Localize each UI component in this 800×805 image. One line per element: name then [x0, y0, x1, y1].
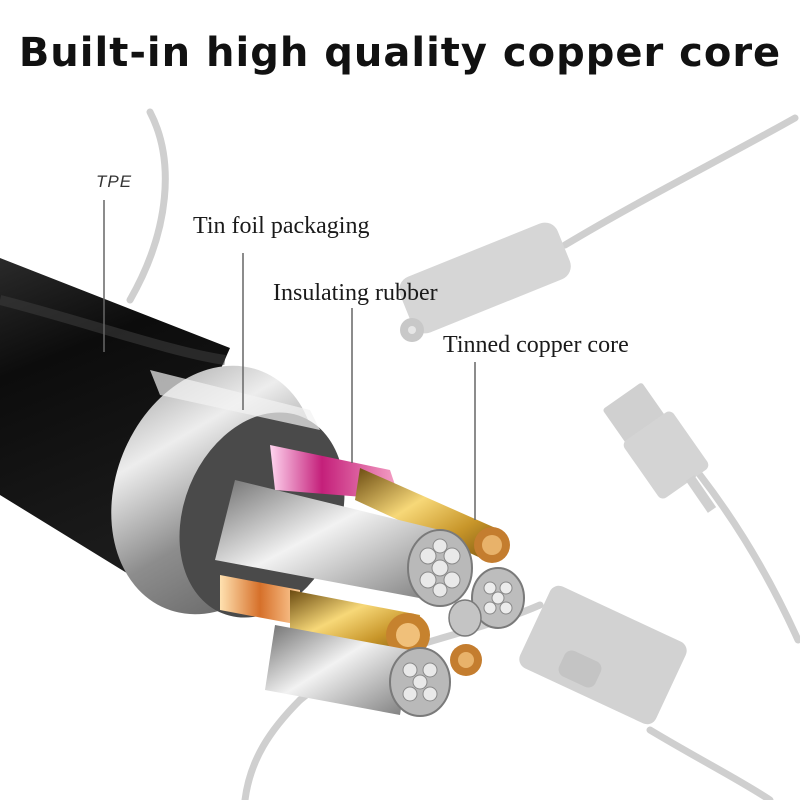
rubber-label: Insulating rubber: [273, 280, 438, 306]
foil-label: Tin foil packaging: [193, 213, 370, 239]
page-title: Built-in high quality copper core: [18, 30, 782, 76]
callout-lines: [103, 200, 476, 520]
camera-head-silhouette: [399, 222, 571, 342]
main-cable: [0, 258, 230, 575]
insulated-wires: [220, 445, 510, 676]
inline-controller-silhouette: [519, 585, 687, 725]
core-label: Tinned copper core: [443, 332, 629, 358]
usb-plug-silhouette: [603, 383, 717, 513]
silver-strand-bundles: [215, 480, 525, 717]
tpe-label: TPE: [96, 172, 133, 191]
